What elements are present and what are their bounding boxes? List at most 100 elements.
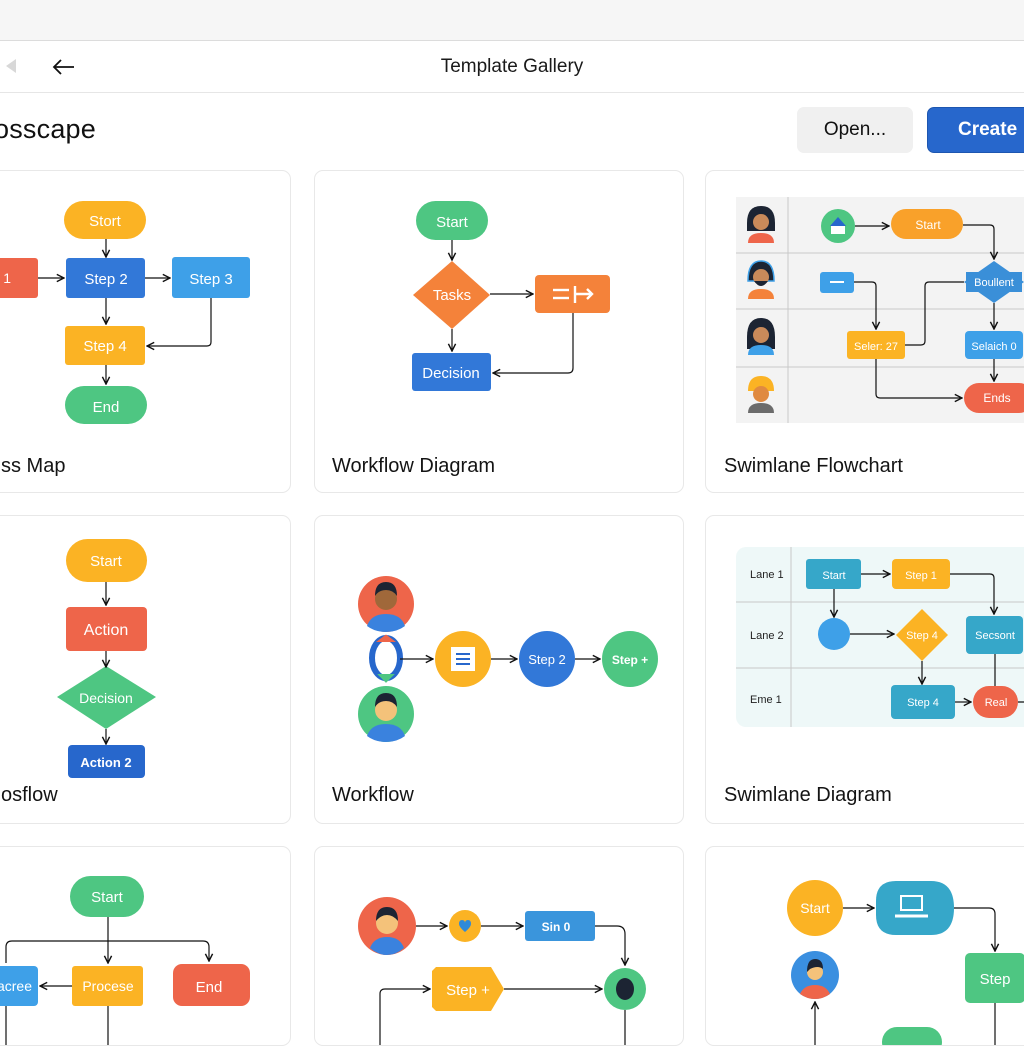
connector-line	[370, 937, 404, 955]
node-start	[70, 876, 144, 917]
swimlane-diagram-preview: Lane 1 Lane 2 Eme 1 Start Step 1 Step 4 …	[736, 547, 1024, 727]
node-label: Start	[90, 553, 123, 570]
node-acree	[0, 966, 38, 1006]
node-process-1	[0, 258, 38, 298]
template-card-swimlane-flowchart[interactable]: Start Boullent Seler: 27 Selaich 0 Ends …	[705, 170, 1024, 493]
open-button[interactable]: Open...	[797, 107, 913, 153]
connector-line	[375, 693, 397, 707]
diagram-shape	[753, 214, 769, 230]
template-card-crossflow[interactable]: Start Action Decision Action 2 osflow	[0, 515, 291, 824]
create-button[interactable]: Create	[927, 107, 1024, 153]
card-title: Swimlane Diagram	[724, 784, 892, 806]
template-card-swimlane-diagram[interactable]: Lane 1 Lane 2 Eme 1 Start Step 1 Step 4 …	[705, 515, 1024, 824]
node-partial	[882, 1027, 942, 1045]
node-label: Decision	[422, 365, 480, 382]
node-label: Step 2	[528, 652, 566, 667]
node-start	[66, 539, 147, 582]
node-step-2	[66, 258, 145, 298]
node-label: Step 4	[907, 697, 939, 709]
node-label: Selaich 0	[971, 341, 1016, 353]
node-label: Boullent	[974, 277, 1014, 289]
node-label: Step 4	[83, 338, 126, 355]
node-step	[965, 953, 1024, 1003]
node-step-4-decision	[896, 609, 948, 661]
node-decision	[412, 353, 491, 391]
connector-line	[367, 614, 405, 632]
laptop-icon	[895, 895, 928, 918]
node-label: Start	[800, 900, 830, 916]
avatar-lane-4	[748, 376, 774, 413]
connector-line	[376, 907, 398, 921]
connector-arrow	[493, 313, 574, 373]
node-step-3	[172, 257, 250, 298]
connector-line	[954, 907, 995, 951]
connector-line	[875, 359, 962, 398]
connector-line	[748, 345, 774, 355]
swimlane-grid	[736, 547, 1024, 727]
heart-icon	[459, 920, 471, 932]
connector-line	[595, 925, 625, 965]
title-bar: Template Gallery	[0, 42, 1024, 93]
node-secsont	[966, 616, 1023, 654]
node-label: ss 1	[0, 270, 11, 286]
user-flow-preview: Sin 0 Step +	[358, 897, 646, 1045]
node-seler	[847, 331, 905, 359]
connector-line	[379, 989, 430, 1045]
lane-label: Eme 1	[750, 694, 782, 706]
node-label: Sin 0	[542, 920, 571, 934]
node-end	[173, 964, 250, 1006]
node-label: acree	[0, 978, 32, 994]
node-label: Action 2	[80, 755, 131, 770]
node-label: Tasks	[433, 287, 471, 304]
process-map-preview: Stort ss 1 Step 2 Step 3 Step 4 End	[0, 201, 250, 424]
node-label: Start	[91, 889, 124, 906]
node-label: Secsont	[975, 630, 1015, 642]
node-action-2	[68, 745, 145, 778]
template-card-process[interactable]: Start Step	[705, 846, 1024, 1046]
app-name: osscape	[0, 114, 96, 144]
node-selaich	[965, 331, 1023, 359]
diagram-shape	[830, 217, 846, 226]
diagram-shape	[586, 288, 594, 300]
diagram-shape	[616, 978, 634, 1000]
avatar-lane-1	[747, 206, 775, 243]
card-title: Workflow Diagram	[332, 455, 495, 477]
template-card-user-flow[interactable]: Sin 0 Step +	[314, 846, 684, 1046]
arrow-left-icon[interactable]	[50, 54, 78, 80]
forward-icon	[553, 286, 594, 303]
node-label: Step 4	[906, 630, 938, 642]
node-label: Procese	[82, 978, 134, 994]
node-procese	[72, 966, 143, 1006]
avatar-user-2	[358, 686, 414, 742]
diagram-shape	[753, 386, 769, 402]
triangle-left-icon[interactable]	[6, 59, 16, 73]
node-step-1	[892, 559, 950, 589]
window-top-strip	[0, 0, 1024, 41]
template-card-process-map[interactable]: Stort ss 1 Step 2 Step 3 Step 4 End ss M…	[0, 170, 291, 493]
swimlane-flowchart-preview: Start Boullent Seler: 27 Selaich 0 Ends	[736, 197, 1024, 423]
window-title: Template Gallery	[440, 56, 584, 77]
node-computer	[876, 881, 954, 935]
template-card-workflow[interactable]: Step 2 Step + Workflow	[314, 515, 684, 824]
node-start	[64, 201, 146, 239]
connector-line	[5, 940, 209, 963]
connector-line	[748, 376, 774, 391]
node-label: End	[93, 399, 120, 416]
node-start	[416, 201, 488, 240]
diagram-shape	[376, 912, 398, 934]
flowchart-preview: Start acree Procese End	[0, 876, 250, 1045]
workflow-diagram-preview: Start Tasks Decision	[412, 201, 610, 391]
node-label: Action	[84, 622, 128, 639]
template-card-flowchart[interactable]: Start acree Procese End	[0, 846, 291, 1046]
connector-line	[854, 281, 876, 329]
template-card-workflow-diagram[interactable]: Start Tasks Decision Workflow Diagram	[314, 170, 684, 493]
avatar-lane-3	[747, 318, 775, 355]
node-label: Decision	[79, 690, 133, 706]
node-action	[535, 275, 610, 313]
diagram-shape	[52, 59, 62, 75]
node-label: Stort	[89, 213, 122, 230]
avatar-user	[358, 897, 416, 955]
avatar-lane-2	[747, 260, 775, 299]
node-label: Step	[980, 971, 1011, 988]
node-start	[806, 559, 861, 589]
